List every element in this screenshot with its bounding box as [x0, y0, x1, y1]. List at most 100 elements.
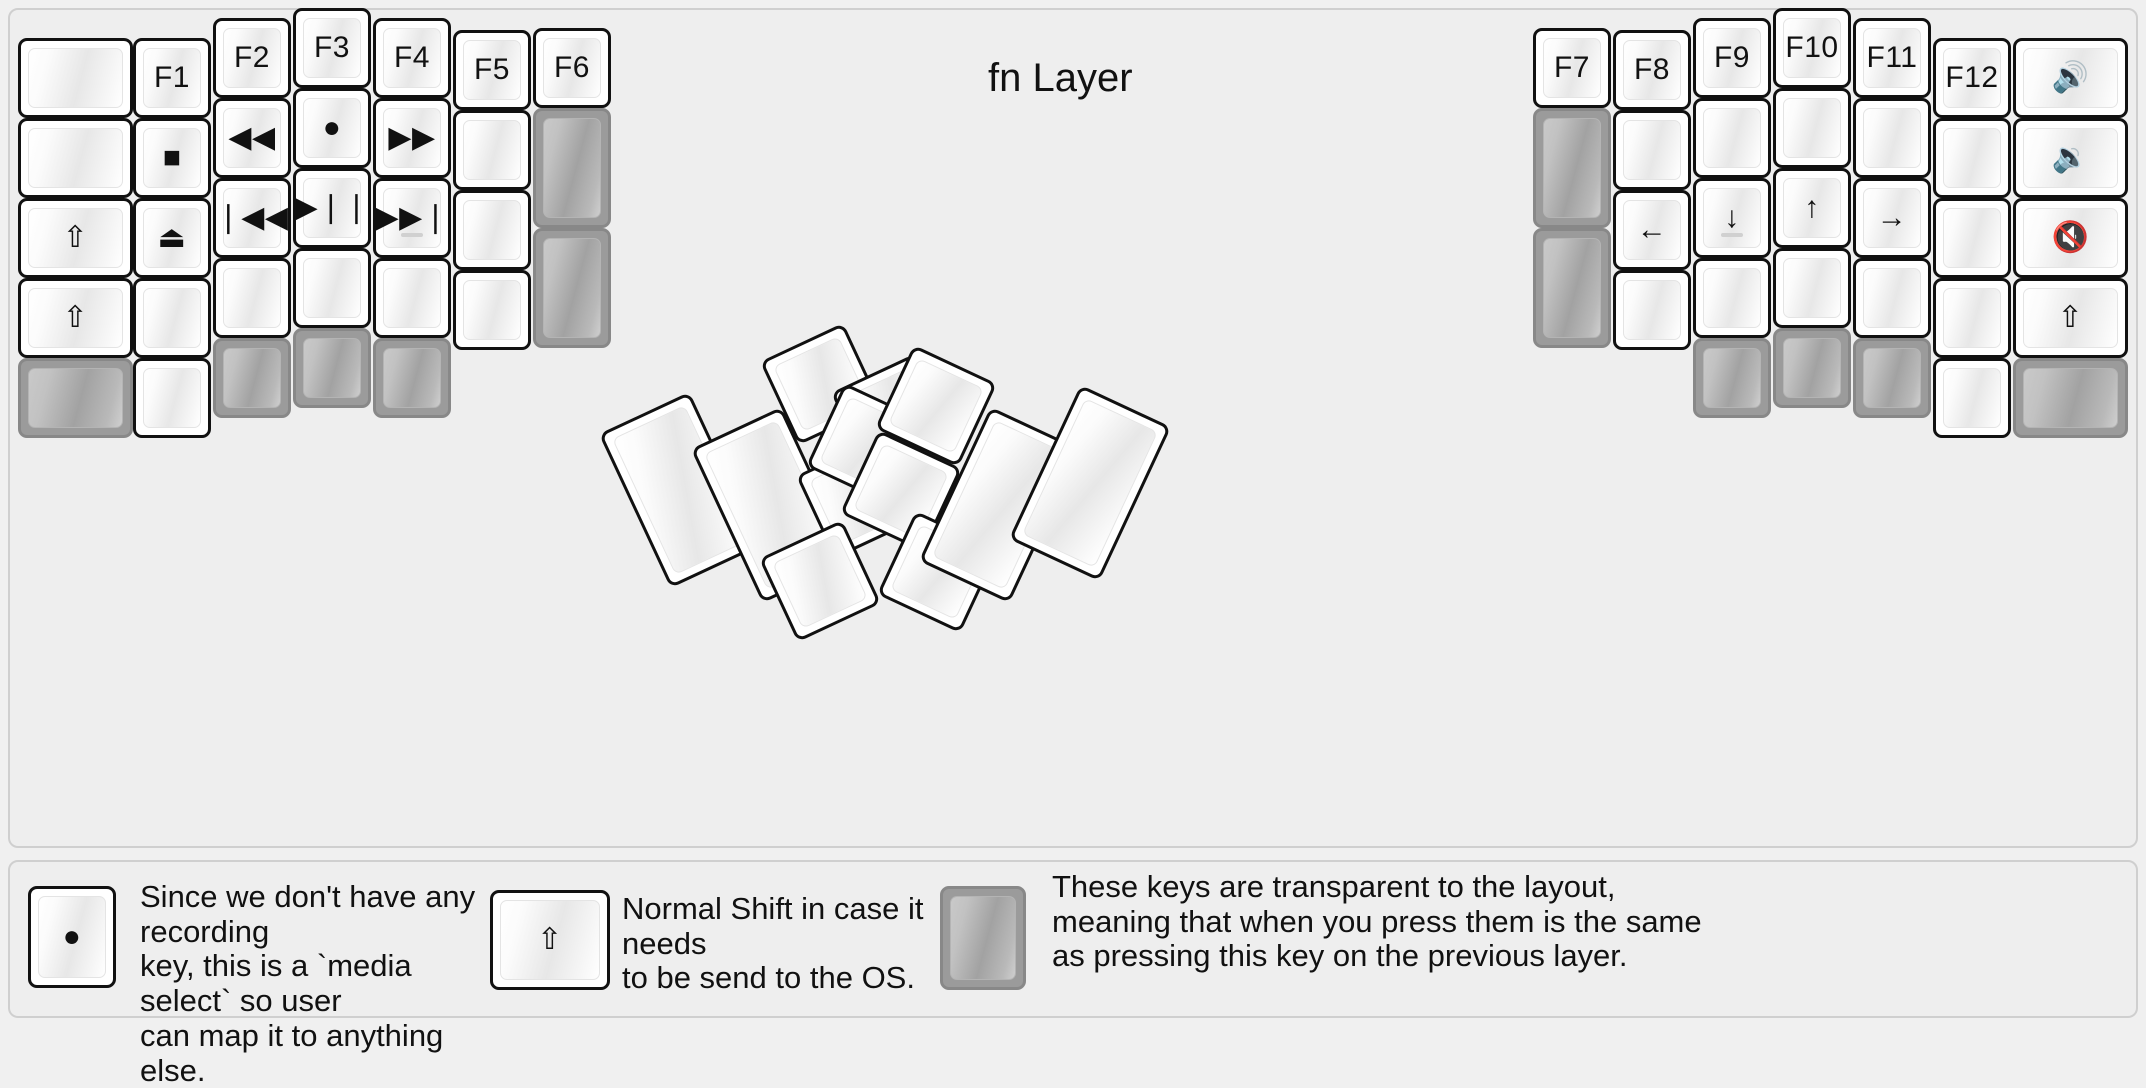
left-key-ring-4[interactable] [213, 338, 291, 418]
keycap-face [1783, 258, 1841, 318]
left-key-index-inner-3[interactable] [453, 270, 531, 350]
left-key-pinky-outer-3[interactable]: ⇧ [18, 278, 133, 358]
right-key-pinky-4[interactable] [1933, 358, 2011, 438]
right-key-pinky-outer-4[interactable] [2013, 358, 2128, 438]
right-key-extra-1[interactable] [1533, 108, 1611, 228]
keycap-face [1703, 188, 1761, 248]
left-key-index-2[interactable]: ▶▶❘ [373, 178, 451, 258]
keycap-face [1703, 28, 1761, 88]
keycap-face [772, 533, 868, 629]
left-key-ring-3[interactable] [213, 258, 291, 338]
right-key-ring-0[interactable]: F11 [1853, 18, 1931, 98]
left-key-index-inner-0[interactable]: F5 [453, 30, 531, 110]
legend-panel: ● Since we don't have any recording key,… [8, 860, 2138, 1087]
right-key-middle-3[interactable] [1773, 248, 1851, 328]
keycap-face [1543, 118, 1601, 218]
keycap-face [1703, 108, 1761, 168]
keycap-face [463, 200, 521, 260]
left-key-extra-2[interactable] [533, 228, 611, 348]
right-key-ring-2[interactable]: → [1853, 178, 1931, 258]
keycap-face [1863, 268, 1921, 328]
left-key-pinky-outer-0[interactable] [18, 38, 133, 118]
left-key-index-4[interactable] [373, 338, 451, 418]
left-key-index-0[interactable]: F4 [373, 18, 451, 98]
left-key-pinky-3[interactable] [133, 278, 211, 358]
left-key-middle-2[interactable]: ▶❘❘ [293, 168, 371, 248]
left-key-index-1[interactable]: ▶▶ [373, 98, 451, 178]
left-key-pinky-1[interactable]: ■ [133, 118, 211, 198]
right-key-pinky-3[interactable] [1933, 278, 2011, 358]
right-key-index-inner-3[interactable] [1613, 270, 1691, 350]
left-key-pinky-0[interactable]: F1 [133, 38, 211, 118]
keycap-face [383, 28, 441, 88]
keycap-face [543, 38, 601, 98]
keycap-face [1783, 338, 1841, 398]
right-key-middle-1[interactable] [1773, 88, 1851, 168]
left-key-pinky-2[interactable]: ⏏ [133, 198, 211, 278]
right-key-index-3[interactable] [1693, 258, 1771, 338]
right-key-pinky-outer-3[interactable]: ⇧ [2013, 278, 2128, 358]
left-key-extra-1[interactable] [533, 108, 611, 228]
right-key-extra-0[interactable]: F7 [1533, 28, 1611, 108]
legend-item-transparent: These keys are transparent to the layout… [940, 862, 2120, 1020]
home-row-bump [1721, 233, 1743, 237]
left-key-index-3[interactable] [373, 258, 451, 338]
right-key-ring-4[interactable] [1853, 338, 1931, 418]
left-key-extra-0[interactable]: F6 [533, 28, 611, 108]
right-key-middle-0[interactable]: F10 [1773, 8, 1851, 88]
right-key-middle-4[interactable] [1773, 328, 1851, 408]
keycap-face [1623, 120, 1681, 180]
left-key-pinky-4[interactable] [133, 358, 211, 438]
keycap-face [463, 120, 521, 180]
right-key-index-inner-2[interactable]: ← [1613, 190, 1691, 270]
left-key-pinky-outer-4[interactable] [18, 358, 133, 438]
keycap-face [1783, 18, 1841, 78]
keycap-face [303, 338, 361, 398]
left-key-pinky-outer-1[interactable] [18, 118, 133, 198]
right-key-pinky-outer-2[interactable]: 🔇 [2013, 198, 2128, 278]
keycap-face [383, 108, 441, 168]
keycap-face [1703, 348, 1761, 408]
left-key-pinky-outer-2[interactable]: ⇧ [18, 198, 133, 278]
keycap-face [2023, 128, 2118, 188]
left-key-middle-3[interactable] [293, 248, 371, 328]
right-key-pinky-outer-0[interactable]: 🔊 [2013, 38, 2128, 118]
left-key-index-inner-1[interactable] [453, 110, 531, 190]
right-key-index-4[interactable] [1693, 338, 1771, 418]
right-key-pinky-0[interactable]: F12 [1933, 38, 2011, 118]
keycap-face [2023, 208, 2118, 268]
keycap-face [28, 368, 123, 428]
right-key-pinky-1[interactable] [1933, 118, 2011, 198]
keycap-face [28, 288, 123, 348]
left-key-ring-1[interactable]: ◀◀ [213, 98, 291, 178]
legend-item-record: ● Since we don't have any recording key,… [28, 862, 498, 1087]
right-key-extra-2[interactable] [1533, 228, 1611, 348]
left-key-middle-0[interactable]: F3 [293, 8, 371, 88]
right-key-ring-1[interactable] [1853, 98, 1931, 178]
left-key-middle-4[interactable] [293, 328, 371, 408]
keycap-face [1943, 48, 2001, 108]
keycap-face [143, 48, 201, 108]
right-key-index-inner-1[interactable] [1613, 110, 1691, 190]
right-key-pinky-outer-1[interactable]: 🔉 [2013, 118, 2128, 198]
right-key-pinky-2[interactable] [1933, 198, 2011, 278]
legend-key-record: ● [28, 886, 116, 988]
right-key-ring-3[interactable] [1853, 258, 1931, 338]
left-key-index-inner-2[interactable] [453, 190, 531, 270]
keycap-face [1943, 288, 2001, 348]
left-key-ring-0[interactable]: F2 [213, 18, 291, 98]
keycap-face [383, 188, 441, 248]
right-key-middle-2[interactable]: ↑ [1773, 168, 1851, 248]
keycap-face [1623, 40, 1681, 100]
right-key-index-1[interactable] [1693, 98, 1771, 178]
legend-text-record: Since we don't have any recording key, t… [140, 879, 476, 1088]
keycap-face [38, 896, 106, 978]
right-key-index-inner-0[interactable]: F8 [1613, 30, 1691, 110]
right-key-index-2[interactable]: ↓ [1693, 178, 1771, 258]
keycap-face [383, 348, 441, 408]
left-key-middle-1[interactable]: ● [293, 88, 371, 168]
left-key-ring-2[interactable]: ❘◀◀ [213, 178, 291, 258]
keycap-face [463, 40, 521, 100]
right-key-index-0[interactable]: F9 [1693, 18, 1771, 98]
keycap-face [1943, 208, 2001, 268]
